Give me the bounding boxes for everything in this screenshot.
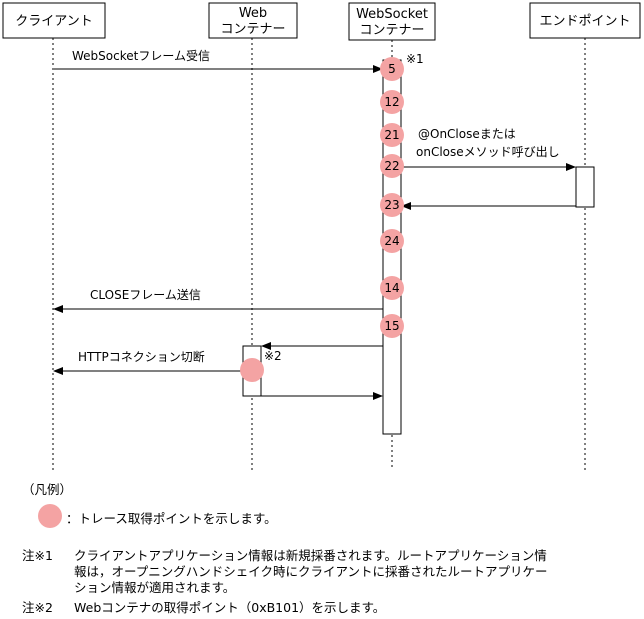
trace-point-21-label: 21	[384, 128, 399, 142]
note2-line-1: Webコンテナの取得ポイント（0xB101）を示します。	[74, 600, 386, 615]
trace-point-21: 21	[380, 123, 404, 147]
note-mark-2: ※2	[264, 349, 282, 363]
note1-label: 注※1	[22, 548, 53, 563]
participant-web-container-label-1: Web	[239, 6, 267, 21]
message-onclose-call: @OnCloseまたは onCloseメソッド呼び出し	[401, 127, 576, 171]
legend-trace-point-desc: ：トレース取得ポイントを示します。	[66, 511, 277, 526]
legend-heading: （凡例）	[22, 482, 73, 497]
participant-client-label: クライアント	[15, 14, 92, 29]
trace-point-14: 14	[380, 276, 404, 300]
participant-web-container-label-2: コンテナー	[220, 22, 285, 37]
message-onclose-label-1: @OnCloseまたは	[418, 127, 516, 141]
participant-endpoint: エンドポイント	[529, 2, 641, 39]
participant-ws-container-label-1: WebSocket	[356, 7, 428, 22]
message-close-frame-label: CLOSEフレーム送信	[90, 287, 201, 302]
trace-point-15-label: 15	[384, 319, 399, 333]
endpoint-activation	[575, 166, 595, 208]
trace-point-12: 12	[380, 90, 404, 114]
trace-point-14-label: 14	[384, 281, 399, 295]
trace-point-23-label: 23	[384, 198, 399, 212]
participant-ws-container: WebSocket コンテナー	[348, 2, 436, 41]
legend-trace-point-icon	[38, 504, 62, 528]
trace-point-15: 15	[380, 314, 404, 338]
trace-point-5-label: 5	[388, 62, 396, 76]
note2-label: 注※2	[22, 600, 53, 615]
trace-point-22: 22	[380, 154, 404, 178]
note1-line-3: ション情報が適用されます。	[74, 580, 236, 595]
note1-line-2: 報は，オープニングハンドシェイク時にクライアントに採番されたルートアプリケー	[74, 564, 548, 579]
trace-point-22-label: 22	[384, 159, 399, 173]
note1-line-1: クライアントアプリケーション情報は新規採番されます。ルートアプリケーション情	[74, 548, 547, 563]
trace-point-24-label: 24	[384, 234, 399, 248]
sequence-diagram: クライアント Web コンテナー WebSocket コンテナー エンドポイント…	[2, 2, 641, 470]
message-frame-received-label: WebSocketフレーム受信	[72, 49, 210, 63]
message-http-disconnect-label: HTTPコネクション切断	[78, 349, 205, 364]
participant-ws-container-label-2: コンテナー	[359, 23, 424, 38]
note-mark-1: ※1	[406, 52, 424, 66]
trace-point-5: 5	[380, 57, 404, 81]
trace-point-24: 24	[380, 229, 404, 253]
message-frame-received: WebSocketフレーム受信	[54, 49, 383, 73]
participant-web-container: Web コンテナー	[208, 2, 298, 39]
participant-endpoint-label: エンドポイント	[539, 14, 630, 29]
participant-client: クライアント	[2, 2, 106, 39]
trace-point-12-label: 12	[384, 95, 399, 109]
message-onclose-label-2: onCloseメソッド呼び出し	[416, 145, 560, 159]
message-close-frame-sent: CLOSEフレーム送信	[53, 287, 383, 313]
trace-point-23: 23	[380, 193, 404, 217]
message-http-disconnect: HTTPコネクション切断	[53, 349, 243, 375]
trace-point-web-container	[240, 358, 264, 382]
